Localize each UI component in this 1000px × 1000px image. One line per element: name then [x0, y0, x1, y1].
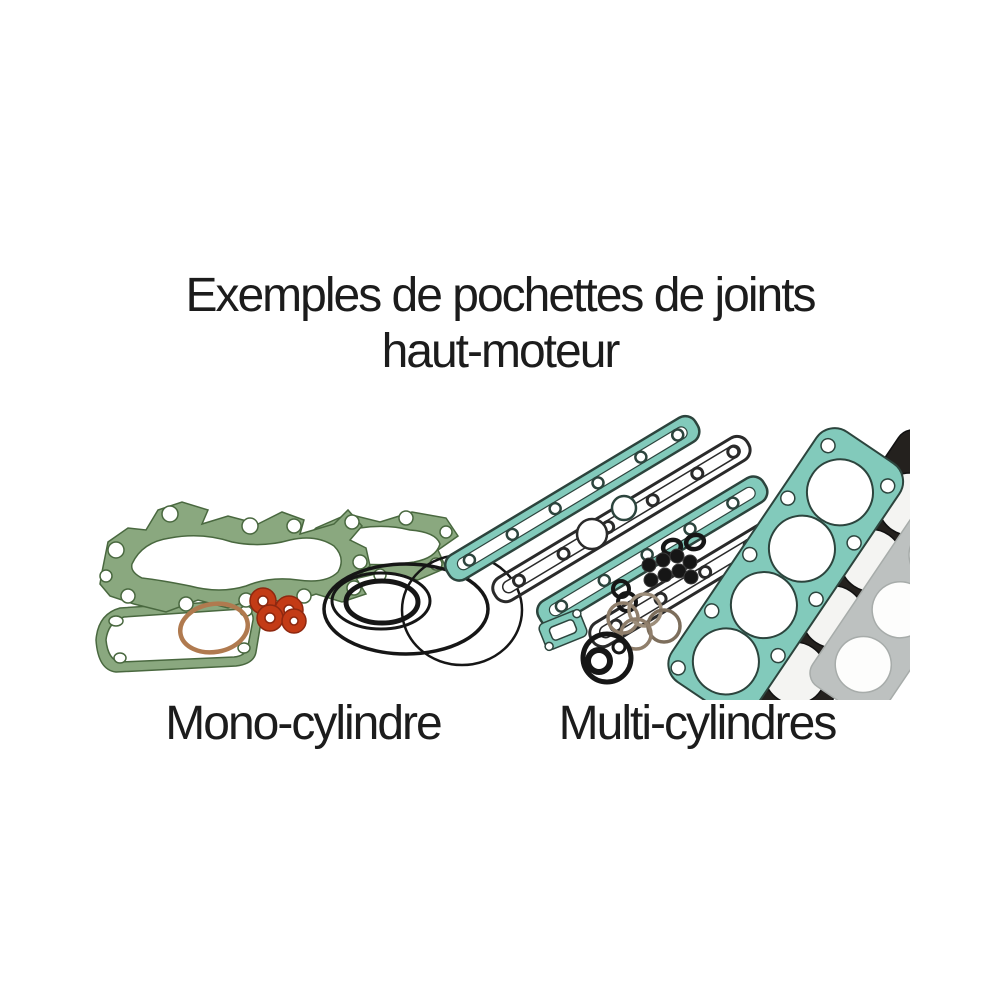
mono-cylinder-label: Mono-cylindre: [165, 697, 442, 750]
multi-cylinder-label: Multi-cylindres: [558, 697, 838, 750]
o-ring-large: [322, 562, 490, 656]
valve-stem-seals: [641, 548, 699, 588]
valve-cover-gasket-teal-2: [536, 475, 769, 628]
breather-gasket: [538, 608, 588, 652]
copper-ring: [178, 601, 250, 655]
exhaust-washers: [249, 587, 307, 634]
o-rings-black: [322, 553, 524, 667]
oil-seal: [580, 631, 634, 685]
title-line-1: Exemples de pochettes de joints: [185, 269, 816, 322]
small-o-rings-mid: [611, 579, 638, 613]
title-line-2: haut-moteur: [381, 325, 621, 378]
cylinder-base-gasket-main: [99, 501, 371, 613]
o-ring-medium: [330, 571, 432, 631]
page-title: Exemples de pochettes de joints haut-mot…: [0, 268, 1000, 380]
metal-rings: [606, 592, 682, 651]
head-gasket-metal: [809, 459, 910, 700]
o-ring-small: [343, 578, 421, 626]
valve-cover-gasket-teal-1: [444, 414, 701, 582]
mono-cylinder-gasket-kit-image: [95, 501, 524, 673]
multi-cylinder-gasket-kit-image: [444, 414, 910, 700]
head-gasket-4cyl-teal: [667, 427, 905, 700]
cam-rings: [575, 494, 638, 551]
